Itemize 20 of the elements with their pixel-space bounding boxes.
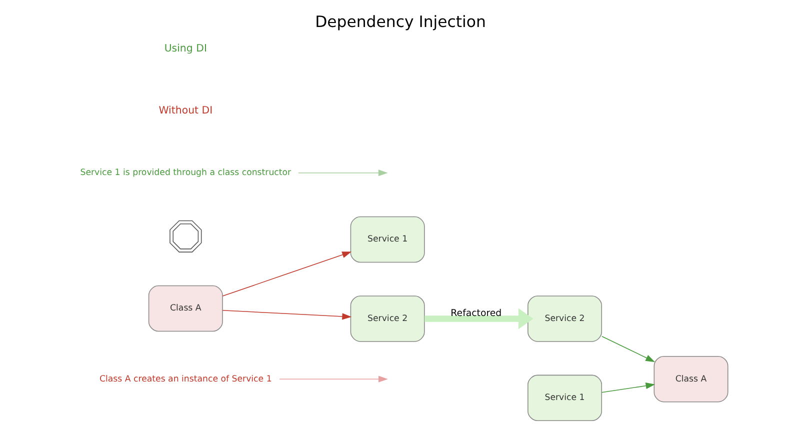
node-box: Service 2 xyxy=(350,296,424,342)
node-box: Class A xyxy=(653,356,728,402)
node-box: Service 1 xyxy=(350,216,424,263)
node-box: Service 2 xyxy=(527,296,602,342)
label: Using DI xyxy=(164,44,206,55)
label: Without DI xyxy=(158,106,212,117)
arrow xyxy=(222,310,352,320)
arrow xyxy=(278,376,388,382)
node-text: Service 1 is provided through a class constructor xyxy=(80,168,291,178)
arrow xyxy=(601,336,655,362)
arrow xyxy=(297,170,388,176)
arrow xyxy=(222,252,352,296)
node-gear xyxy=(169,220,202,252)
diagram-title: Dependency Injection xyxy=(314,12,486,32)
edge-label: Refactored xyxy=(450,308,502,320)
node-box: Class A xyxy=(148,285,222,332)
arrow xyxy=(424,308,533,330)
node-box: Service 1 xyxy=(527,374,602,422)
node-text: Class A creates an instance of Service 1 xyxy=(99,374,272,384)
arrow xyxy=(601,382,655,393)
